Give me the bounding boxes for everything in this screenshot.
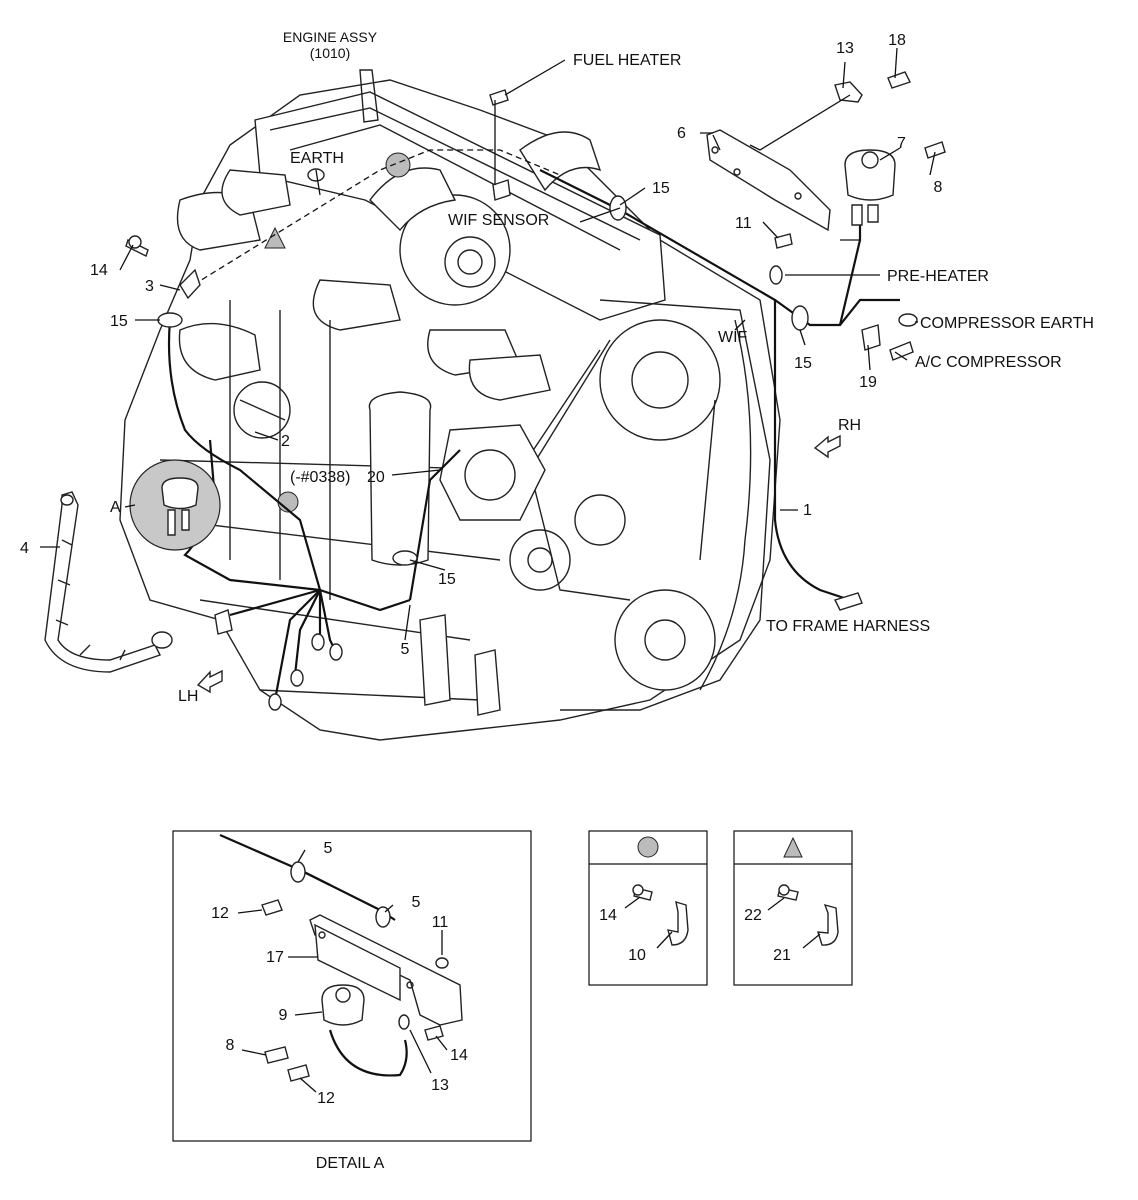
detail-callout-14: 14 xyxy=(450,1047,468,1064)
wif-label: WIF xyxy=(718,329,748,346)
legend-callout-22: 22 xyxy=(744,907,762,924)
callout-3: 3 xyxy=(145,278,154,295)
callout-14-left: 14 xyxy=(90,262,108,279)
legend-circle-box xyxy=(588,830,708,986)
engine-assy-label: ENGINE ASSY xyxy=(283,29,378,45)
legend-callout-10: 10 xyxy=(628,947,646,964)
callout-11-top: 11 xyxy=(735,215,752,232)
legend-callout-21: 21 xyxy=(773,947,791,964)
callout-7: 7 xyxy=(897,135,906,152)
wiring-harness xyxy=(125,89,918,711)
callout-4: 4 xyxy=(20,540,29,557)
detail-a-box xyxy=(172,830,532,1142)
detail-a-circle xyxy=(129,459,221,551)
detail-callout-17: 17 xyxy=(266,949,284,966)
wif-sensor-label: WIF SENSOR xyxy=(448,212,549,229)
callout-1: 1 xyxy=(803,502,812,519)
legend-callout-14: 14 xyxy=(599,907,617,924)
callout-19: 19 xyxy=(859,374,877,391)
pre-heater-label: PRE-HEATER xyxy=(887,268,989,285)
callout-18: 18 xyxy=(888,32,906,49)
fuel-heater-label: FUEL HEATER xyxy=(573,52,681,69)
callout-8-top: 8 xyxy=(934,179,943,196)
compressor-earth-label: COMPRESSOR EARTH xyxy=(920,315,1094,332)
leader-lines xyxy=(40,47,936,641)
detail-callout-9: 9 xyxy=(279,1007,288,1024)
detail-callout-11: 11 xyxy=(432,914,449,931)
ac-compressor-label: A/C COMPRESSOR xyxy=(915,354,1062,371)
stipple-triangle-icon xyxy=(783,836,803,858)
legend-triangle-box xyxy=(733,830,853,986)
callout-13-top: 13 xyxy=(836,40,854,57)
earth-label: EARTH xyxy=(290,150,344,167)
stipple-circle-icon xyxy=(637,836,659,858)
detail-callout-12-a: 12 xyxy=(211,905,229,922)
engine-illustration xyxy=(119,69,781,741)
rh-arrow xyxy=(813,434,841,459)
serial-note-label: (-#0338) xyxy=(290,469,350,486)
detail-callout-5-b: 5 xyxy=(412,894,421,911)
lh-label: LH xyxy=(178,688,198,705)
callout-15-right: 15 xyxy=(794,355,812,372)
callout-2: 2 xyxy=(281,433,290,450)
callout-6: 6 xyxy=(677,125,686,142)
callout-15-mid: 15 xyxy=(438,571,456,588)
ground-strap xyxy=(44,491,173,673)
rh-label: RH xyxy=(838,417,861,434)
relay-bracket-assembly xyxy=(706,71,946,249)
callout-15-left: 15 xyxy=(110,313,128,330)
callout-15-a: 15 xyxy=(652,180,670,197)
detail-callout-12-b: 12 xyxy=(317,1090,335,1107)
detail-callout-5-a: 5 xyxy=(324,840,333,857)
callout-20: 20 xyxy=(367,469,385,486)
to-frame-harness-label: TO FRAME HARNESS xyxy=(766,618,930,635)
engine-assy-code: (1010) xyxy=(310,45,350,61)
detail-a-title: DETAIL A xyxy=(316,1155,385,1172)
lh-arrow xyxy=(196,669,223,694)
detail-a-letter: A xyxy=(110,499,121,516)
callout-5: 5 xyxy=(401,641,410,658)
detail-callout-8: 8 xyxy=(226,1037,235,1054)
detail-callout-13: 13 xyxy=(431,1077,449,1094)
